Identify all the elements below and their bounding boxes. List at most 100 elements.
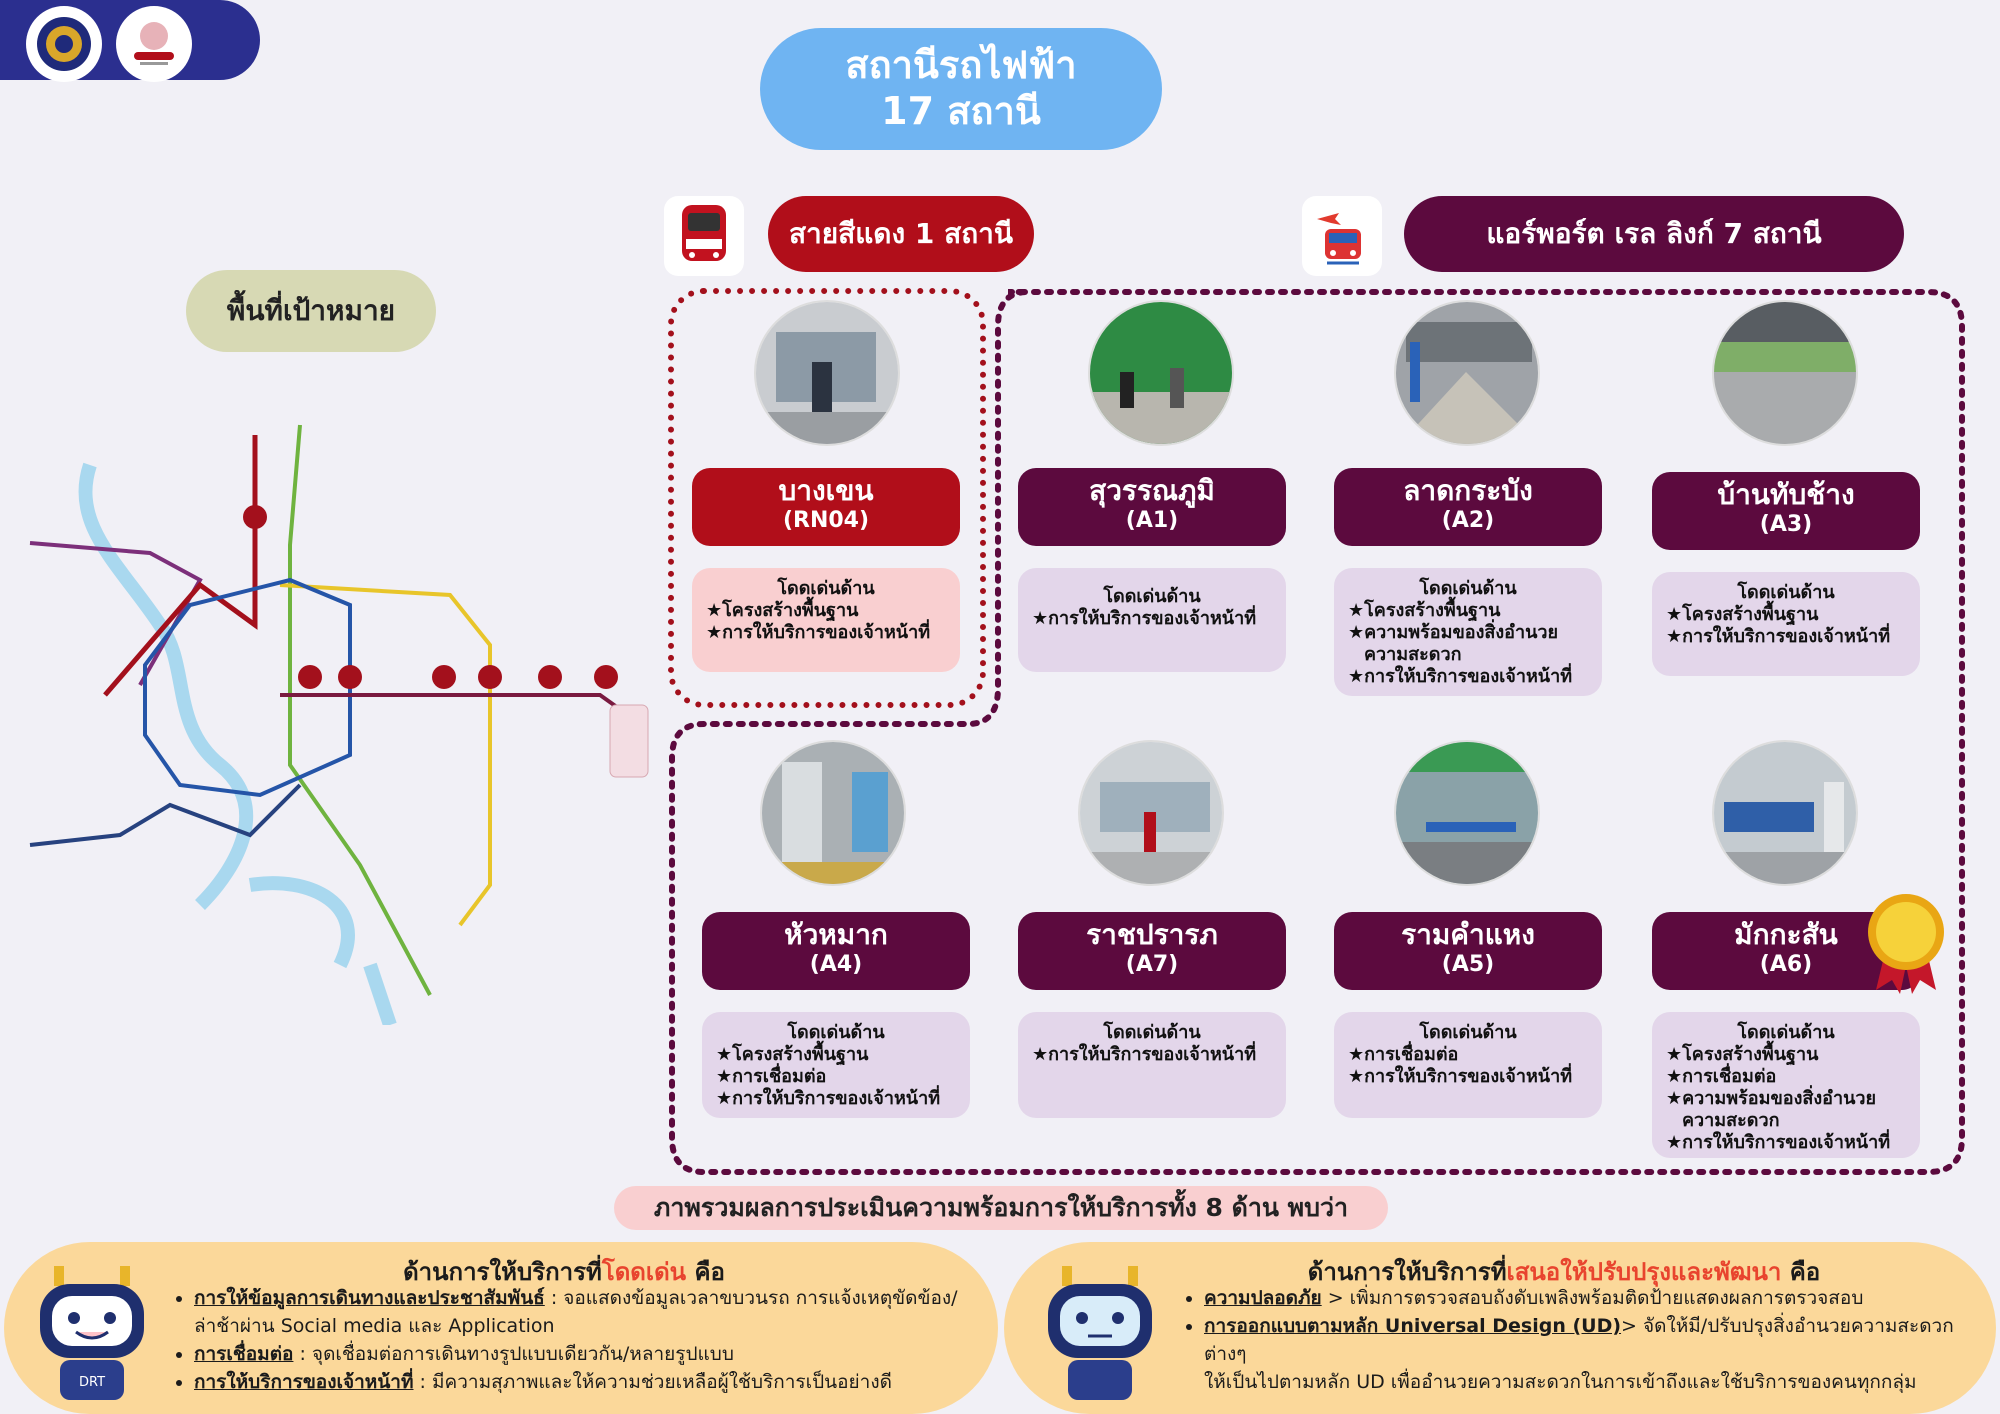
highlights-suvarnabhumi: โดดเด่นด้าน ★การให้บริการของเจ้าหน้าที่ (1018, 568, 1286, 672)
strengths-text: : จอแสดงข้อมูลเวลาขบวนรถ การแจ้งเหตุขัดข… (544, 1287, 958, 1309)
summary-banner: ภาพรวมผลการประเมินความพร้อมการให้บริการท… (614, 1186, 1388, 1230)
airport-rail-link-icon (1302, 196, 1382, 276)
station-name: รามคำแหง (1401, 918, 1535, 951)
strengths-title-suffix: คือ (686, 1258, 725, 1286)
logo-bar (0, 0, 260, 82)
target-area-label: พื้นที่เป้าหมาย (186, 270, 436, 352)
highlight-item: ★การให้บริการของเจ้าหน้าที่ (1666, 1132, 1891, 1153)
award-medal-icon (1868, 894, 1944, 994)
strengths-topic: การเชื่อมต่อ (194, 1343, 294, 1365)
highlight-item: ★โครงสร้างพื้นฐาน (1666, 604, 1819, 625)
highlight-item: ★การให้บริการของเจ้าหน้าที่ (1032, 1044, 1257, 1065)
highlight-item: ★ความพร้อมของสิ่งอำนวย (1666, 1088, 1877, 1109)
highlight-item: ★การให้บริการของเจ้าหน้าที่ (1348, 666, 1573, 687)
station-code: (RN04) (782, 508, 870, 533)
highlights-makkasan: โดดเด่นด้าน ★โครงสร้างพื้นฐาน ★การเชื่อม… (1652, 1012, 1920, 1158)
station-name-ban-thap-chang: บ้านทับช้าง (A3) (1652, 472, 1920, 550)
station-code: (A2) (1441, 508, 1495, 533)
station-name: สุวรรณภูมิ (1089, 474, 1215, 507)
airport-rail-link-label: แอร์พอร์ต เรล ลิงก์ 7 สถานี (1404, 196, 1904, 272)
strengths-item: การเชื่อมต่อ : จุดเชื่อมต่อการเดินทางรูป… (194, 1340, 984, 1368)
station-code: (A7) (1125, 952, 1179, 977)
station-code: (A6) (1759, 952, 1813, 977)
station-name: หัวหมาก (784, 918, 888, 951)
strengths-list: การให้ข้อมูลการเดินทางและประชาสัมพันธ์ :… (194, 1284, 984, 1396)
photo-suvarnabhumi (1088, 300, 1234, 446)
highlights-ramkhamhaeng: โดดเด่นด้าน ★การเชื่อมต่อ ★การให้บริการข… (1334, 1012, 1602, 1118)
station-name-suvarnabhumi: สุวรรณภูมิ (A1) (1018, 468, 1286, 546)
photo-ban-thap-chang (1712, 300, 1858, 446)
station-name-lat-krabang: ลาดกระบัง (A2) (1334, 468, 1602, 546)
airport-line-frame (669, 289, 1965, 1175)
strengths-topic: การให้ข้อมูลการเดินทางและประชาสัมพันธ์ (194, 1287, 545, 1309)
station-name-ratchaprarop: ราชปรารภ (A7) (1018, 912, 1286, 990)
station-name: ราชปรารภ (1086, 918, 1218, 951)
strengths-text: ล่าช้าผ่าน Social media และ Application (194, 1315, 555, 1337)
highlight-item: ★การเชื่อมต่อ (1666, 1066, 1777, 1087)
improvements-title-highlight: เสนอให้ปรับปรุงและพัฒนา (1506, 1258, 1782, 1286)
highlight-item: ★ความพร้อมของสิ่งอำนวย (1348, 622, 1559, 643)
strengths-title-prefix: ด้านการให้บริการที่ (403, 1258, 602, 1286)
highlights-header: โดดเด่นด้าน (1737, 582, 1835, 603)
improvements-title-suffix: คือ (1781, 1258, 1821, 1286)
highlight-item: ★โครงสร้างพื้นฐาน (716, 1044, 869, 1065)
station-name: บางเขน (778, 474, 874, 507)
mascot-happy-icon: DRT (40, 1266, 144, 1400)
station-name-bang-khen: บางเขน (RN04) (692, 468, 960, 546)
improvements-title-prefix: ด้านการให้บริการที่ (1307, 1258, 1507, 1286)
highlights-ratchaprarop: โดดเด่นด้าน ★การให้บริการของเจ้าหน้าที่ (1018, 1012, 1286, 1118)
highlight-item: ★การให้บริการของเจ้าหน้าที่ (716, 1088, 941, 1109)
strengths-topic: การให้บริการของเจ้าหน้าที่ (194, 1371, 414, 1393)
station-code: (A4) (809, 952, 863, 977)
strengths-item: การให้บริการของเจ้าหน้าที่ : มีความสุภาพ… (194, 1368, 984, 1396)
highlight-item: ★การให้บริการของเจ้าหน้าที่ (1666, 626, 1891, 647)
improvements-title: ด้านการให้บริการที่เสนอให้ปรับปรุงและพัฒ… (1164, 1252, 1964, 1291)
red-line-label: สายสีแดง 1 สถานี (768, 196, 1034, 272)
highlights-hua-mak: โดดเด่นด้าน ★โครงสร้างพื้นฐาน ★การเชื่อม… (702, 1012, 970, 1118)
improvements-text: > เพิ่มการตรวจสอบถังดับเพลิงพร้อมติดป้าย… (1321, 1287, 1864, 1309)
improvements-item: การออกแบบตามหลัก Universal Design (UD)> … (1204, 1312, 1984, 1368)
photo-ramkhamhaeng (1394, 740, 1540, 886)
rail-network-map (29, 424, 649, 1025)
photo-makkasan (1712, 740, 1858, 886)
strengths-item: ล่าช้าผ่าน Social media และ Application (194, 1312, 984, 1340)
strengths-text: : มีความสุภาพและให้ความช่วยเหลือผู้ใช้บร… (413, 1371, 892, 1393)
highlights-header: โดดเด่นด้าน (1419, 578, 1517, 599)
station-code: (A1) (1125, 508, 1179, 533)
highlight-item: ★การเชื่อมต่อ (716, 1066, 827, 1087)
highlights-bang-khen: โดดเด่นด้าน ★โครงสร้างพื้นฐาน ★การให้บริ… (692, 568, 960, 672)
highlight-item: ความสะดวก (1364, 644, 1462, 665)
station-code: (A5) (1441, 952, 1495, 977)
improvements-panel: ด้านการให้บริการที่เสนอให้ปรับปรุงและพัฒ… (1004, 1242, 1996, 1414)
improvements-item: ให้เป็นไปตามหลัก UD เพื่ออำนวยความสะดวกใ… (1204, 1368, 1984, 1396)
strengths-text: : จุดเชื่อมต่อการเดินทางรูปแบบเดียวกัน/ห… (293, 1343, 734, 1365)
improvements-topic: การออกแบบตามหลัก Universal Design (UD) (1204, 1315, 1622, 1337)
red-line-frame (668, 288, 986, 708)
improvements-text: > จัดให้มี/ปรับปรุงสิ่งอำนวยความสะดวกต่า… (1204, 1315, 1954, 1365)
highlight-item: ★การให้บริการของเจ้าหน้าที่ (1348, 1066, 1573, 1087)
highlight-item: ★การให้บริการของเจ้าหน้าที่ (706, 622, 931, 643)
improvements-topic: ความปลอดภัย (1204, 1287, 1322, 1309)
highlights-header: โดดเด่นด้าน (777, 578, 875, 599)
station-name-ramkhamhaeng: รามคำแหง (A5) (1334, 912, 1602, 990)
highlights-ban-thap-chang: โดดเด่นด้าน ★โครงสร้างพื้นฐาน ★การให้บริ… (1652, 572, 1920, 676)
improvements-text: ให้เป็นไปตามหลัก UD เพื่ออำนวยความสะดวกใ… (1204, 1371, 1917, 1393)
highlights-header: โดดเด่นด้าน (1737, 1022, 1835, 1043)
drt-seal-logo (26, 6, 102, 82)
improvements-item: ความปลอดภัย > เพิ่มการตรวจสอบถังดับเพลิง… (1204, 1284, 1984, 1312)
mascot-thinking-icon (1048, 1266, 1152, 1400)
highlights-header: โดดเด่นด้าน (787, 1022, 885, 1043)
highlights-lat-krabang: โดดเด่นด้าน ★โครงสร้างพื้นฐาน ★ความพร้อม… (1334, 568, 1602, 696)
red-line-train-icon (664, 196, 744, 276)
photo-lat-krabang (1394, 300, 1540, 446)
station-name: ลาดกระบัง (1403, 474, 1533, 507)
highlight-item: ★การให้บริการของเจ้าหน้าที่ (1032, 608, 1257, 629)
highlight-item: ★โครงสร้างพื้นฐาน (1348, 600, 1501, 621)
anniversary-logo (116, 6, 192, 82)
strengths-title-highlight: โดดเด่น (601, 1258, 687, 1286)
highlights-header: โดดเด่นด้าน (1419, 1022, 1517, 1043)
improvements-list: ความปลอดภัย > เพิ่มการตรวจสอบถังดับเพลิง… (1204, 1284, 1984, 1396)
mascot-badge: DRT (79, 1375, 105, 1390)
photo-bang-khen (754, 300, 900, 446)
photo-hua-mak (760, 740, 906, 886)
